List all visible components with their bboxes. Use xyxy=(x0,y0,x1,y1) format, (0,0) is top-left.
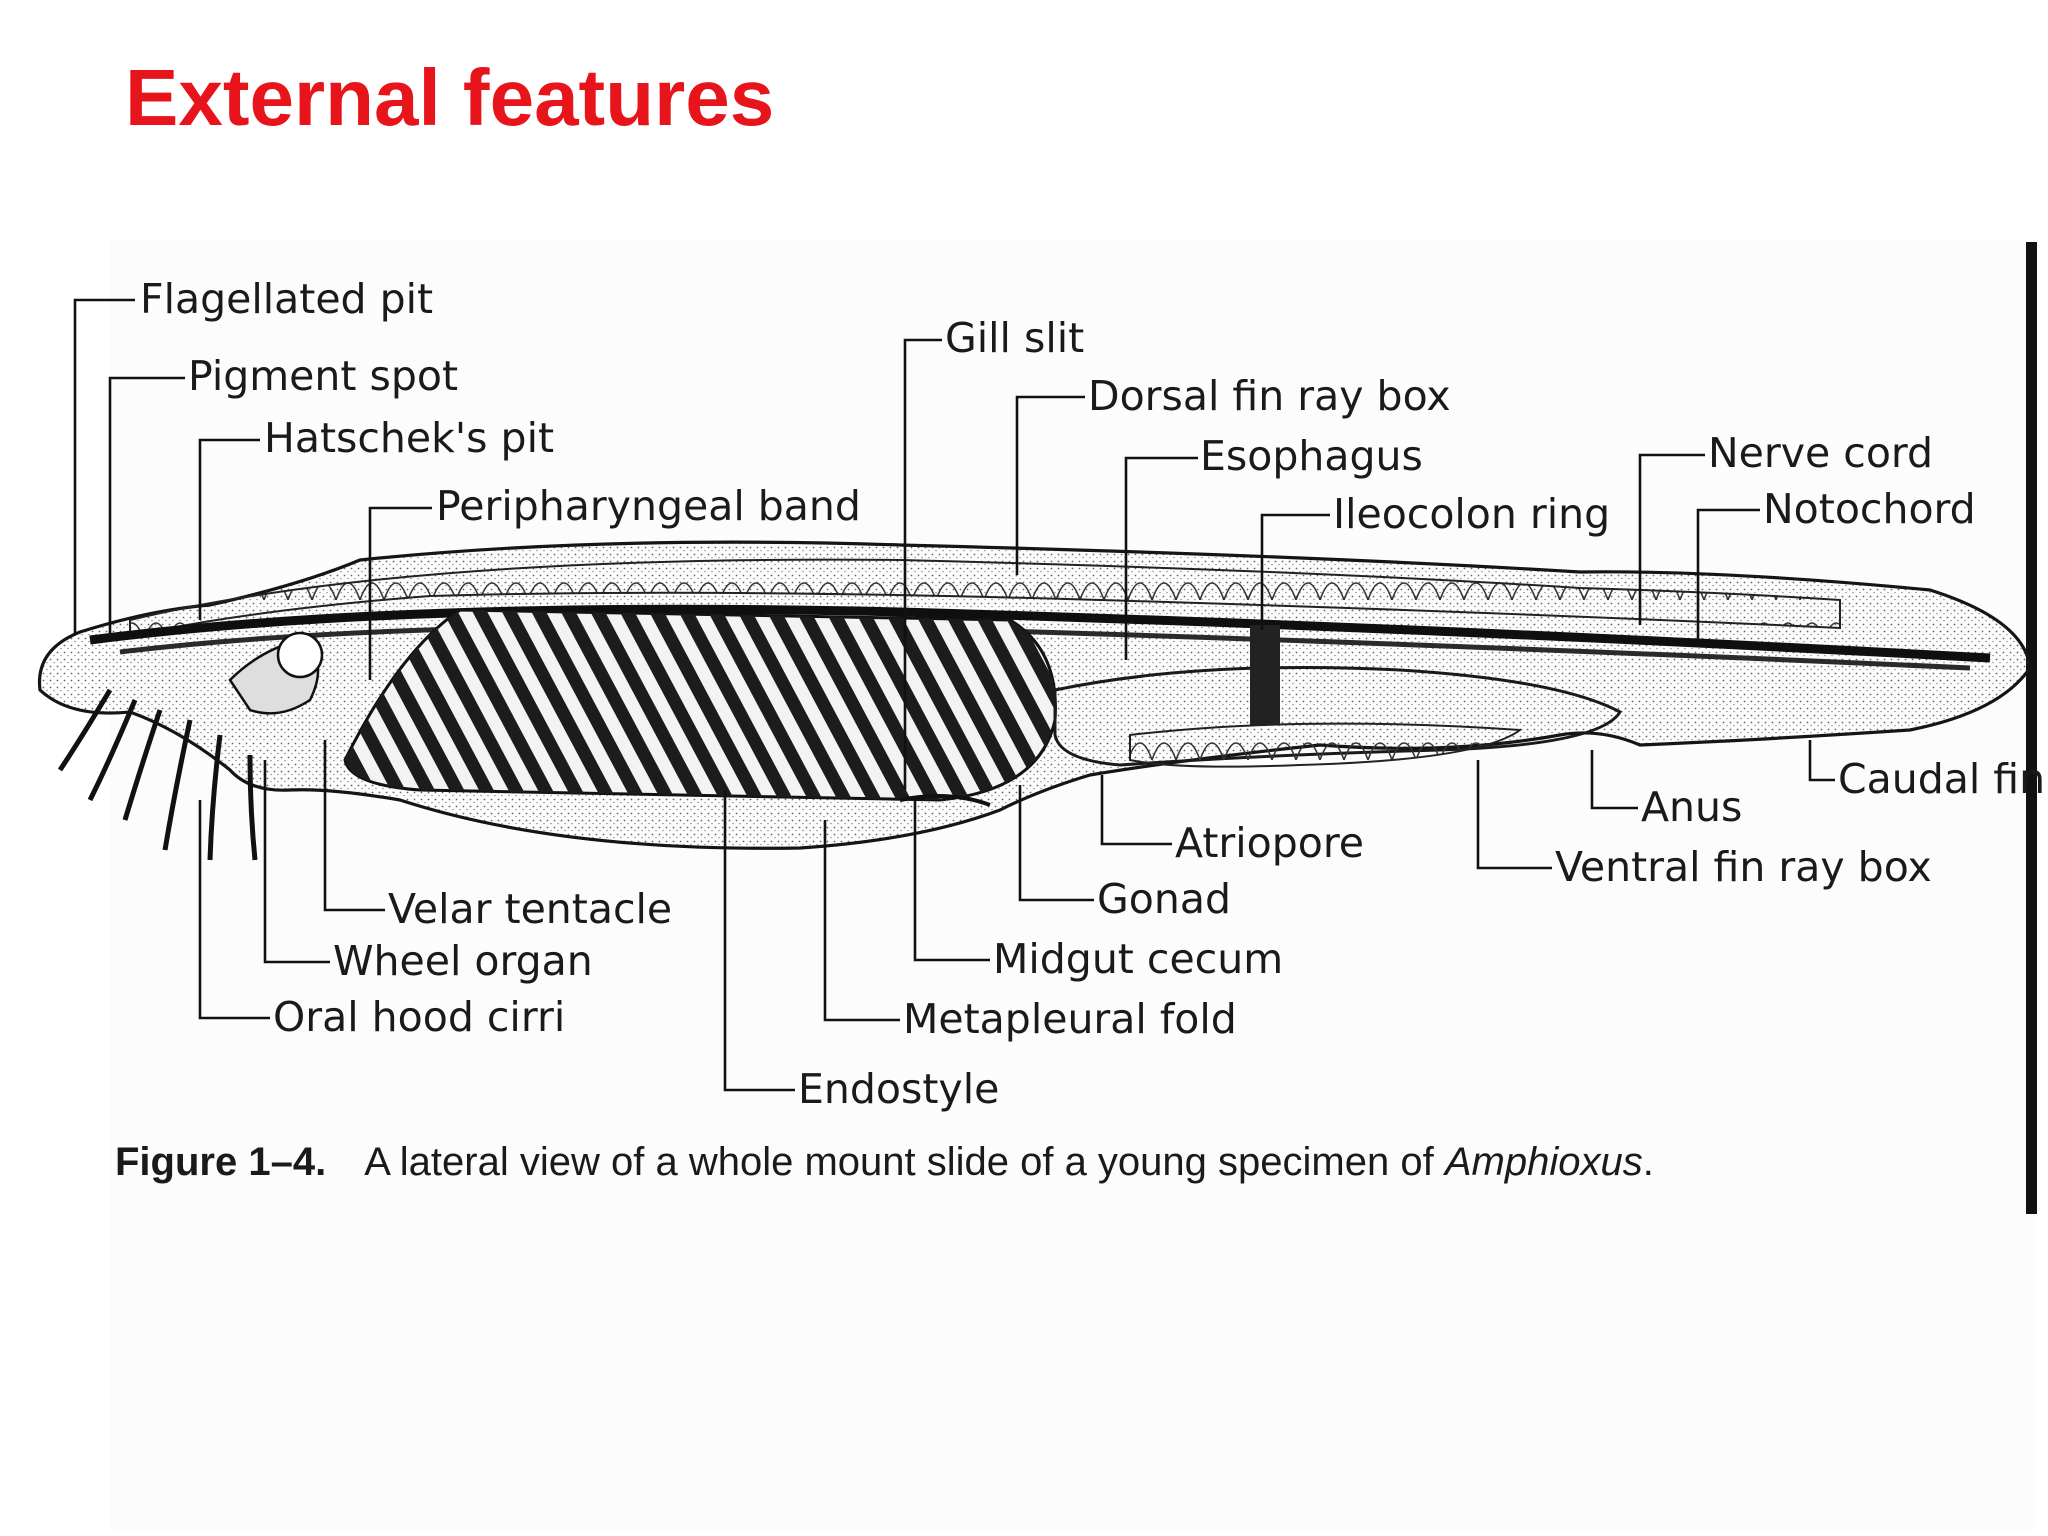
figure-caption-species: Amphioxus xyxy=(1444,1140,1643,1184)
label-notochord: Notochord xyxy=(1763,485,1976,533)
label-peripharyngeal-band: Peripharyngeal band xyxy=(436,482,861,530)
label-hatscheks-pit: Hatschek's pit xyxy=(264,414,554,462)
label-wheel-organ: Wheel organ xyxy=(333,937,593,985)
figure-caption-end: . xyxy=(1642,1140,1654,1184)
figure-panel xyxy=(110,240,2035,1530)
figure-number: Figure 1–4. xyxy=(115,1140,327,1184)
figure-border-bar xyxy=(2026,242,2037,1214)
label-caudal-fin: Caudal fin xyxy=(1838,755,2045,803)
label-velar-tentacle: Velar tentacle xyxy=(388,885,672,933)
figure-caption-text: A lateral view of a whole mount slide of… xyxy=(364,1140,1434,1184)
figure-caption: Figure 1–4. A lateral view of a whole mou… xyxy=(115,1140,1654,1185)
label-oral-hood-cirri: Oral hood cirri xyxy=(273,993,565,1041)
label-midgut-cecum: Midgut cecum xyxy=(993,935,1283,983)
label-gill-slit: Gill slit xyxy=(945,314,1084,362)
label-dorsal-fin-ray-box: Dorsal fin ray box xyxy=(1088,372,1451,420)
amphioxus-body xyxy=(37,540,2032,861)
label-nerve-cord: Nerve cord xyxy=(1708,429,1933,477)
label-esophagus: Esophagus xyxy=(1200,432,1423,480)
label-metapleural-fold: Metapleural fold xyxy=(903,995,1237,1043)
label-anus: Anus xyxy=(1641,783,1742,831)
label-flagellated-pit: Flagellated pit xyxy=(140,275,433,323)
label-ileocolon-ring: Ileocolon ring xyxy=(1333,490,1610,538)
label-atriopore: Atriopore xyxy=(1175,819,1364,867)
slide-title: External features xyxy=(125,53,775,142)
label-pigment-spot: Pigment spot xyxy=(188,352,458,400)
leader-lines xyxy=(73,298,1835,1092)
label-ventral-fin-ray-box: Ventral fin ray box xyxy=(1555,843,1932,891)
label-gonad: Gonad xyxy=(1097,875,1231,923)
label-endostyle: Endostyle xyxy=(798,1065,999,1113)
